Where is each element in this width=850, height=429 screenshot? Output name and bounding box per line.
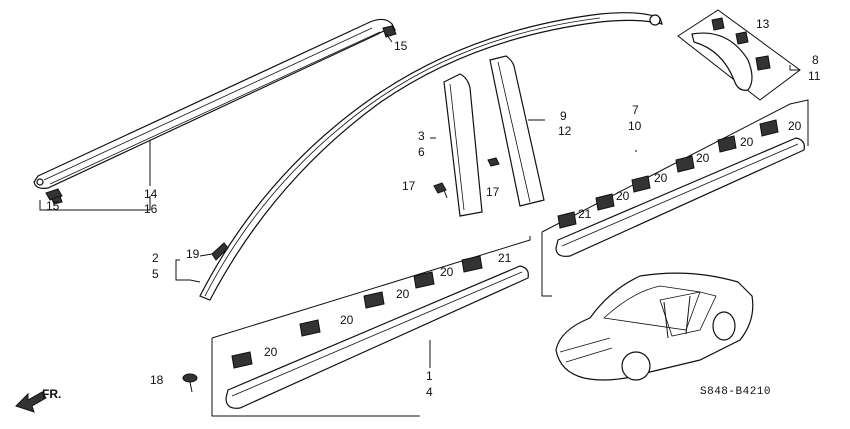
- callout-20-u1: 20: [788, 119, 802, 133]
- callout-21-upper: 21: [578, 207, 592, 221]
- callout-20-l1: 20: [440, 265, 454, 279]
- roof-pillar-molding: [199, 12, 663, 301]
- clips-lower: [231, 255, 483, 369]
- callout-3: 3: [418, 129, 425, 143]
- callout-6: 6: [418, 145, 425, 159]
- diagram-code: S848-B4210: [700, 386, 771, 398]
- callout-5: 5: [152, 267, 159, 281]
- callout-17-left: 17: [402, 179, 416, 193]
- callout-4: 4: [426, 385, 433, 399]
- roof-molding-left: [33, 18, 397, 189]
- callout-20-u4: 20: [654, 171, 668, 185]
- callout-20-l4: 20: [264, 345, 278, 359]
- callout-7: 7: [632, 103, 639, 117]
- screw-17-right: [487, 157, 500, 167]
- callout-10: 10: [628, 119, 642, 133]
- leader-lines: [39, 33, 800, 368]
- lower-sill-molding: [225, 265, 529, 409]
- callout-9: 9: [560, 109, 567, 123]
- pillar-garnish-rear: [489, 55, 545, 207]
- callout-14: 14: [144, 187, 158, 201]
- callout-17-right: 17: [486, 185, 500, 199]
- callout-12: 12: [558, 124, 572, 138]
- callout-13: 13: [756, 17, 770, 31]
- front-direction-arrow: [15, 391, 47, 413]
- lower-sill-box: [211, 236, 531, 417]
- clip-18: [182, 373, 198, 393]
- callout-21-lower: 21: [498, 251, 512, 265]
- callout-15-bottom: 15: [46, 199, 60, 213]
- callout-16: 16: [144, 202, 158, 216]
- callout-20-l3: 20: [340, 313, 354, 327]
- clip-15-bottom: [45, 188, 63, 205]
- roof-end-cap: [649, 14, 661, 26]
- upper-sill-box: [541, 99, 809, 297]
- callout-11: 11: [808, 69, 821, 83]
- screw-17-left: [433, 182, 448, 199]
- callout-20-u5: 20: [616, 189, 630, 203]
- callout-15-top: 15: [394, 39, 408, 53]
- callout-20-u2: 20: [740, 135, 754, 149]
- callouts: 15 14 16 15 19 2 5 3 6 17 17 9 12 7 10 1…: [46, 17, 821, 399]
- callout-18: 18: [150, 373, 164, 387]
- clips-upper: [557, 119, 779, 229]
- callout-19: 19: [186, 247, 200, 261]
- callout-8: 8: [812, 53, 819, 67]
- front-direction-label: FR.: [42, 387, 61, 401]
- upper-sill-molding: [555, 137, 805, 257]
- callout-20-l2: 20: [396, 287, 410, 301]
- callout-20-u3: 20: [696, 151, 710, 165]
- callout-2: 2: [152, 251, 159, 265]
- corner-inset: [677, 9, 801, 101]
- car-illustration: [555, 272, 754, 381]
- clip-19: [211, 242, 229, 261]
- callout-1: 1: [426, 369, 433, 383]
- pillar-garnish-front: [443, 73, 483, 217]
